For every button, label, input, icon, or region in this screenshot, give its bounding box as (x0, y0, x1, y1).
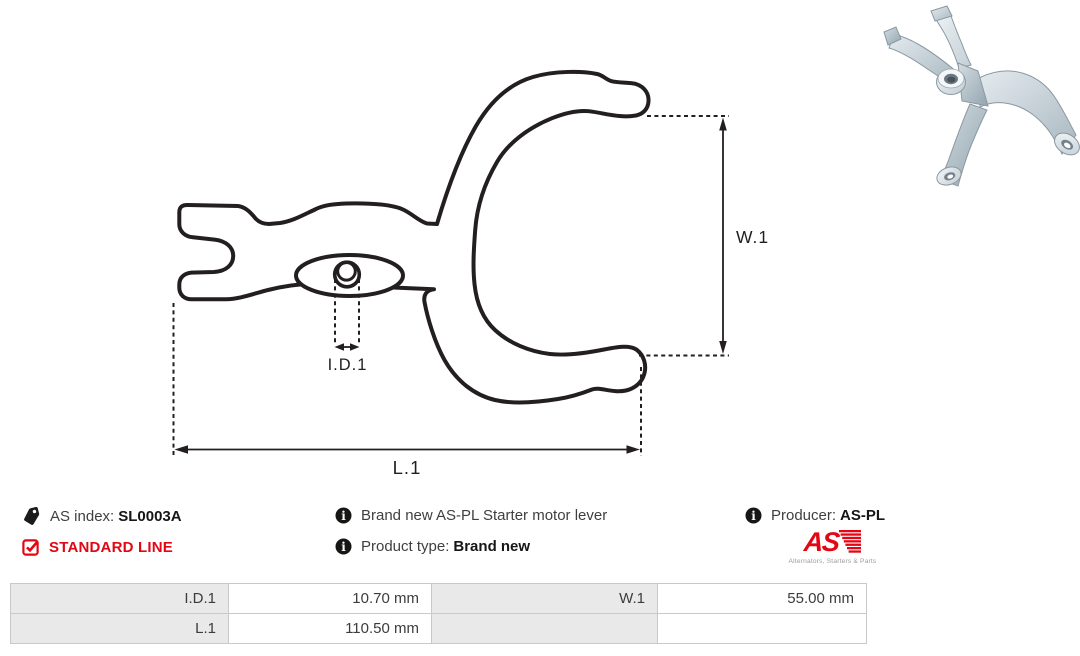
info-icon: i (335, 538, 352, 555)
standard-line-row: STANDARD LINE (22, 538, 173, 556)
tag-icon (24, 507, 40, 525)
w1-extension-lines (639, 115, 729, 357)
spec-value-cell: 55.00 mm (657, 583, 867, 614)
spec-value-cell: 10.70 mm (228, 583, 432, 614)
as-index-row: AS index:SL0003A (22, 507, 182, 526)
producer-row: i Producer:AS-PL (745, 507, 885, 524)
svg-text:i: i (341, 540, 346, 554)
logo-stripes-icon (839, 530, 862, 553)
part-photo (883, 5, 1080, 187)
description-row: i Brand new AS-PL Starter motor lever (335, 507, 607, 524)
spec-row: L.1 110.50 mm (10, 613, 867, 644)
technical-drawing: I.D.1 W.1 L.1 (172, 69, 769, 478)
svg-text:i: i (341, 509, 346, 523)
spec-label-cell (431, 613, 658, 644)
logo-as-text: AS (802, 527, 840, 557)
right-arm-pad (1054, 132, 1080, 156)
svg-text:i: i (751, 509, 756, 523)
product-type-text: Product type:Brand new (361, 538, 531, 555)
description-text: Brand new AS-PL Starter motor lever (361, 507, 608, 524)
spec-label-cell: L.1 (10, 613, 229, 644)
producer-text: Producer:AS-PL (771, 507, 886, 524)
id1-label: I.D.1 (328, 356, 368, 374)
info-icon: i (745, 507, 762, 524)
as-pl-logo: AS Alternators, Starters & Parts (780, 527, 885, 565)
id1-extension-lines (334, 279, 360, 343)
logo-tagline: Alternators, Starters & Parts (788, 558, 877, 565)
spec-value-cell (657, 613, 867, 644)
l1-label: L.1 (393, 457, 422, 478)
photo-pivot-boss (936, 68, 966, 95)
info-icon: i (335, 507, 352, 524)
lever-outline (177, 69, 651, 405)
spec-label-cell: I.D.1 (10, 583, 229, 614)
pivot-hole-inner (336, 261, 357, 282)
standard-line-badge: STANDARD LINE (49, 538, 173, 556)
w1-label: W.1 (736, 227, 769, 247)
spec-row: I.D.1 10.70 mm W.1 55.00 mm (10, 583, 867, 614)
product-type-row: i Product type:Brand new (335, 538, 530, 555)
lower-arm-pad (936, 166, 962, 186)
spec-value-cell: 110.50 mm (228, 613, 432, 644)
checkbox-icon (22, 539, 39, 556)
l1-extension-lines (172, 303, 642, 456)
as-index-text: AS index:SL0003A (50, 508, 182, 525)
spec-label-cell: W.1 (431, 583, 658, 614)
spec-table: I.D.1 10.70 mm W.1 55.00 mm L.1 110.50 m… (10, 583, 867, 644)
